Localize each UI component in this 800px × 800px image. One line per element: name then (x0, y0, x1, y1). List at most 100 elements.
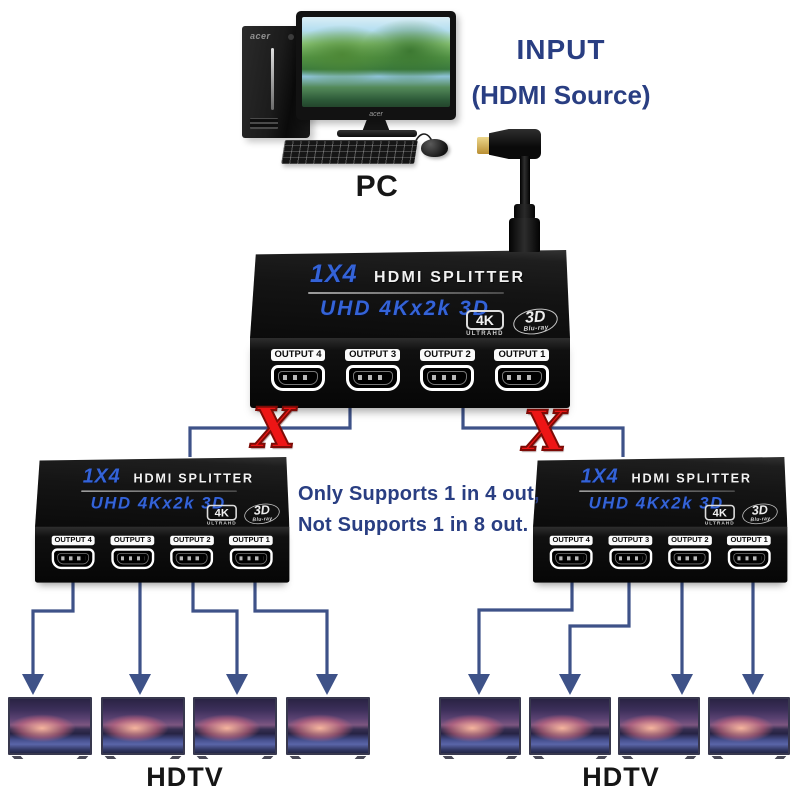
hdmi-port-icon (549, 548, 593, 570)
hdmi-port-icon (170, 548, 214, 570)
support-note-line1: Only Supports 1 in 4 out, (298, 483, 540, 505)
splitter-subtitle-text: UHD 4Kx2k 3D (320, 297, 490, 320)
hdmi-output-port-4: OUTPUT 4 (47, 532, 99, 583)
splitter-name-text: HDMI SPLITTER (631, 472, 752, 486)
badge-3d-subtext: Blu-ray (750, 515, 771, 523)
tower-power-button (288, 34, 294, 40)
port-label: OUTPUT 2 (170, 535, 214, 546)
not-supported-x-right: X (523, 398, 568, 463)
splitter-top-face: 1X4 HDMI SPLITTER UHD 4Kx2k 3D 4K ULTRAH… (533, 457, 788, 527)
divider-line (308, 292, 504, 294)
badge-row: 4K ULTRAHD 3D Blu-ray (704, 503, 776, 527)
monitor-stand-neck (362, 119, 390, 132)
mouse (421, 139, 448, 157)
input-source-label: INPUT (HDMI Source) (448, 34, 674, 111)
hdmi-port-icon (345, 365, 400, 391)
splitter-top-face: 1X4 HDMI SPLITTER UHD 4Kx2k 3D 4K ULTRAH… (35, 457, 290, 527)
splitter-top-face: 1X4 HDMI SPLITTER UHD 4Kx2k 3D 4K ULTRAH… (250, 250, 570, 338)
line-left-out2 (191, 578, 239, 676)
hdmi-output-port-2: OUTPUT 2 (664, 532, 716, 583)
badge-4k-text: 4K (466, 310, 504, 330)
hdtv-screen (528, 697, 611, 755)
port-label: OUTPUT 3 (608, 535, 653, 546)
hdmi-cable-connector (489, 129, 541, 159)
hdmi-output-port-1: OUTPUT 1 (489, 344, 555, 408)
monitor-brand-logo: acer (369, 111, 383, 118)
line-right-out4 (477, 578, 574, 676)
arrowheads (22, 674, 764, 695)
hdtv-label-left: HDTV (146, 762, 224, 792)
pc-label: PC (355, 170, 399, 203)
port-label: OUTPUT 4 (549, 535, 594, 546)
badge-4k-text: 4K (704, 504, 735, 521)
tower-drive-stripe (271, 48, 274, 110)
hdmi-port-icon (229, 548, 273, 570)
input-subtitle: (HDMI Source) (471, 80, 651, 110)
port-label: OUTPUT 4 (270, 349, 326, 361)
badge-3d-bluray: 3D Blu-ray (744, 503, 776, 524)
badge-3d-subtext: Blu-ray (523, 324, 549, 333)
splitter-model-text: 1X4 (310, 260, 358, 288)
hdmi-cable-gold-tip (477, 137, 490, 154)
badge-3d-bluray: 3D Blu-ray (246, 503, 278, 524)
badge-3d-subtext: Blu-ray (252, 515, 273, 523)
hdmi-port-icon (609, 548, 652, 570)
splitter-title-row: 1X4 HDMI SPLITTER (250, 250, 570, 289)
hdtv-screen (8, 697, 92, 755)
port-label: OUTPUT 3 (110, 535, 155, 546)
splitter-subtitle-text: UHD 4Kx2k 3D (588, 494, 724, 513)
hdmi-port-icon (420, 365, 475, 391)
badge-4k-ultrahd: 4K ULTRAHD (466, 310, 504, 337)
hdmi-output-port-1: OUTPUT 1 (723, 532, 775, 583)
monitor-screen-wallpaper (302, 17, 450, 107)
not-supported-x-left: X (252, 395, 297, 460)
pc-monitor: acer (296, 11, 456, 120)
port-label: OUTPUT 3 (345, 349, 401, 361)
support-note: Only Supports 1 in 4 out, Not Supports 1… (298, 479, 540, 541)
support-note-line2: Not Supports 1 in 8 out. (298, 514, 529, 536)
line-left-out4 (31, 578, 75, 676)
splitter-name-text: HDMI SPLITTER (133, 472, 254, 486)
splitter-title-row: 1X4 HDMI SPLITTER (35, 457, 289, 488)
hdtv-screen (439, 697, 521, 755)
port-label: OUTPUT 1 (727, 535, 772, 546)
badge-4k-subtext: ULTRAHD (704, 521, 735, 527)
hdmi-cable-wire (520, 156, 530, 209)
hdmi-port-icon (494, 365, 549, 391)
pc-brand-logo: acer (250, 31, 271, 41)
hdmi-output-port-3: OUTPUT 3 (106, 532, 158, 583)
badge-3d-bluray: 3D Blu-ray (515, 308, 556, 335)
badge-row: 4K ULTRAHD 3D Blu-ray (466, 308, 556, 337)
port-label: OUTPUT 1 (494, 349, 550, 361)
hdmi-output-port-2: OUTPUT 2 (414, 344, 480, 408)
hdtv-screen (707, 697, 790, 755)
hdtv-screen (618, 697, 701, 755)
line-right-out3 (568, 578, 631, 676)
tower-front-ports (250, 118, 278, 129)
divider-line (579, 490, 735, 492)
hdtv-screen (100, 697, 185, 755)
divider-line (81, 490, 237, 492)
hdmi-port-icon (271, 365, 325, 391)
badge-4k-text: 4K (206, 504, 237, 521)
badge-3d-text: 3D (524, 308, 546, 327)
badge-row: 4K ULTRAHD 3D Blu-ray (206, 503, 278, 526)
hdmi-plug-strain-relief (514, 204, 535, 220)
hdmi-port-icon (111, 548, 154, 570)
splitter-subtitle-text: UHD 4Kx2k 3D (90, 494, 226, 513)
hdtv-group-right (439, 697, 790, 755)
badge-4k-ultrahd: 4K ULTRAHD (206, 504, 237, 526)
input-title: INPUT (516, 34, 606, 65)
monitor-stand-base (337, 130, 417, 137)
port-label: OUTPUT 2 (419, 349, 475, 361)
hdmi-port-icon (727, 548, 771, 570)
hdmi-output-port-1: OUTPUT 1 (225, 532, 277, 583)
port-label: OUTPUT 2 (668, 535, 712, 546)
line-main-to-right-splitter (461, 404, 625, 457)
hdmi-plug-body (509, 218, 540, 252)
hdmi-port-icon (51, 548, 95, 570)
splitter-title-row: 1X4 HDMI SPLITTER (533, 457, 787, 488)
badge-3d-text: 3D (253, 503, 271, 518)
